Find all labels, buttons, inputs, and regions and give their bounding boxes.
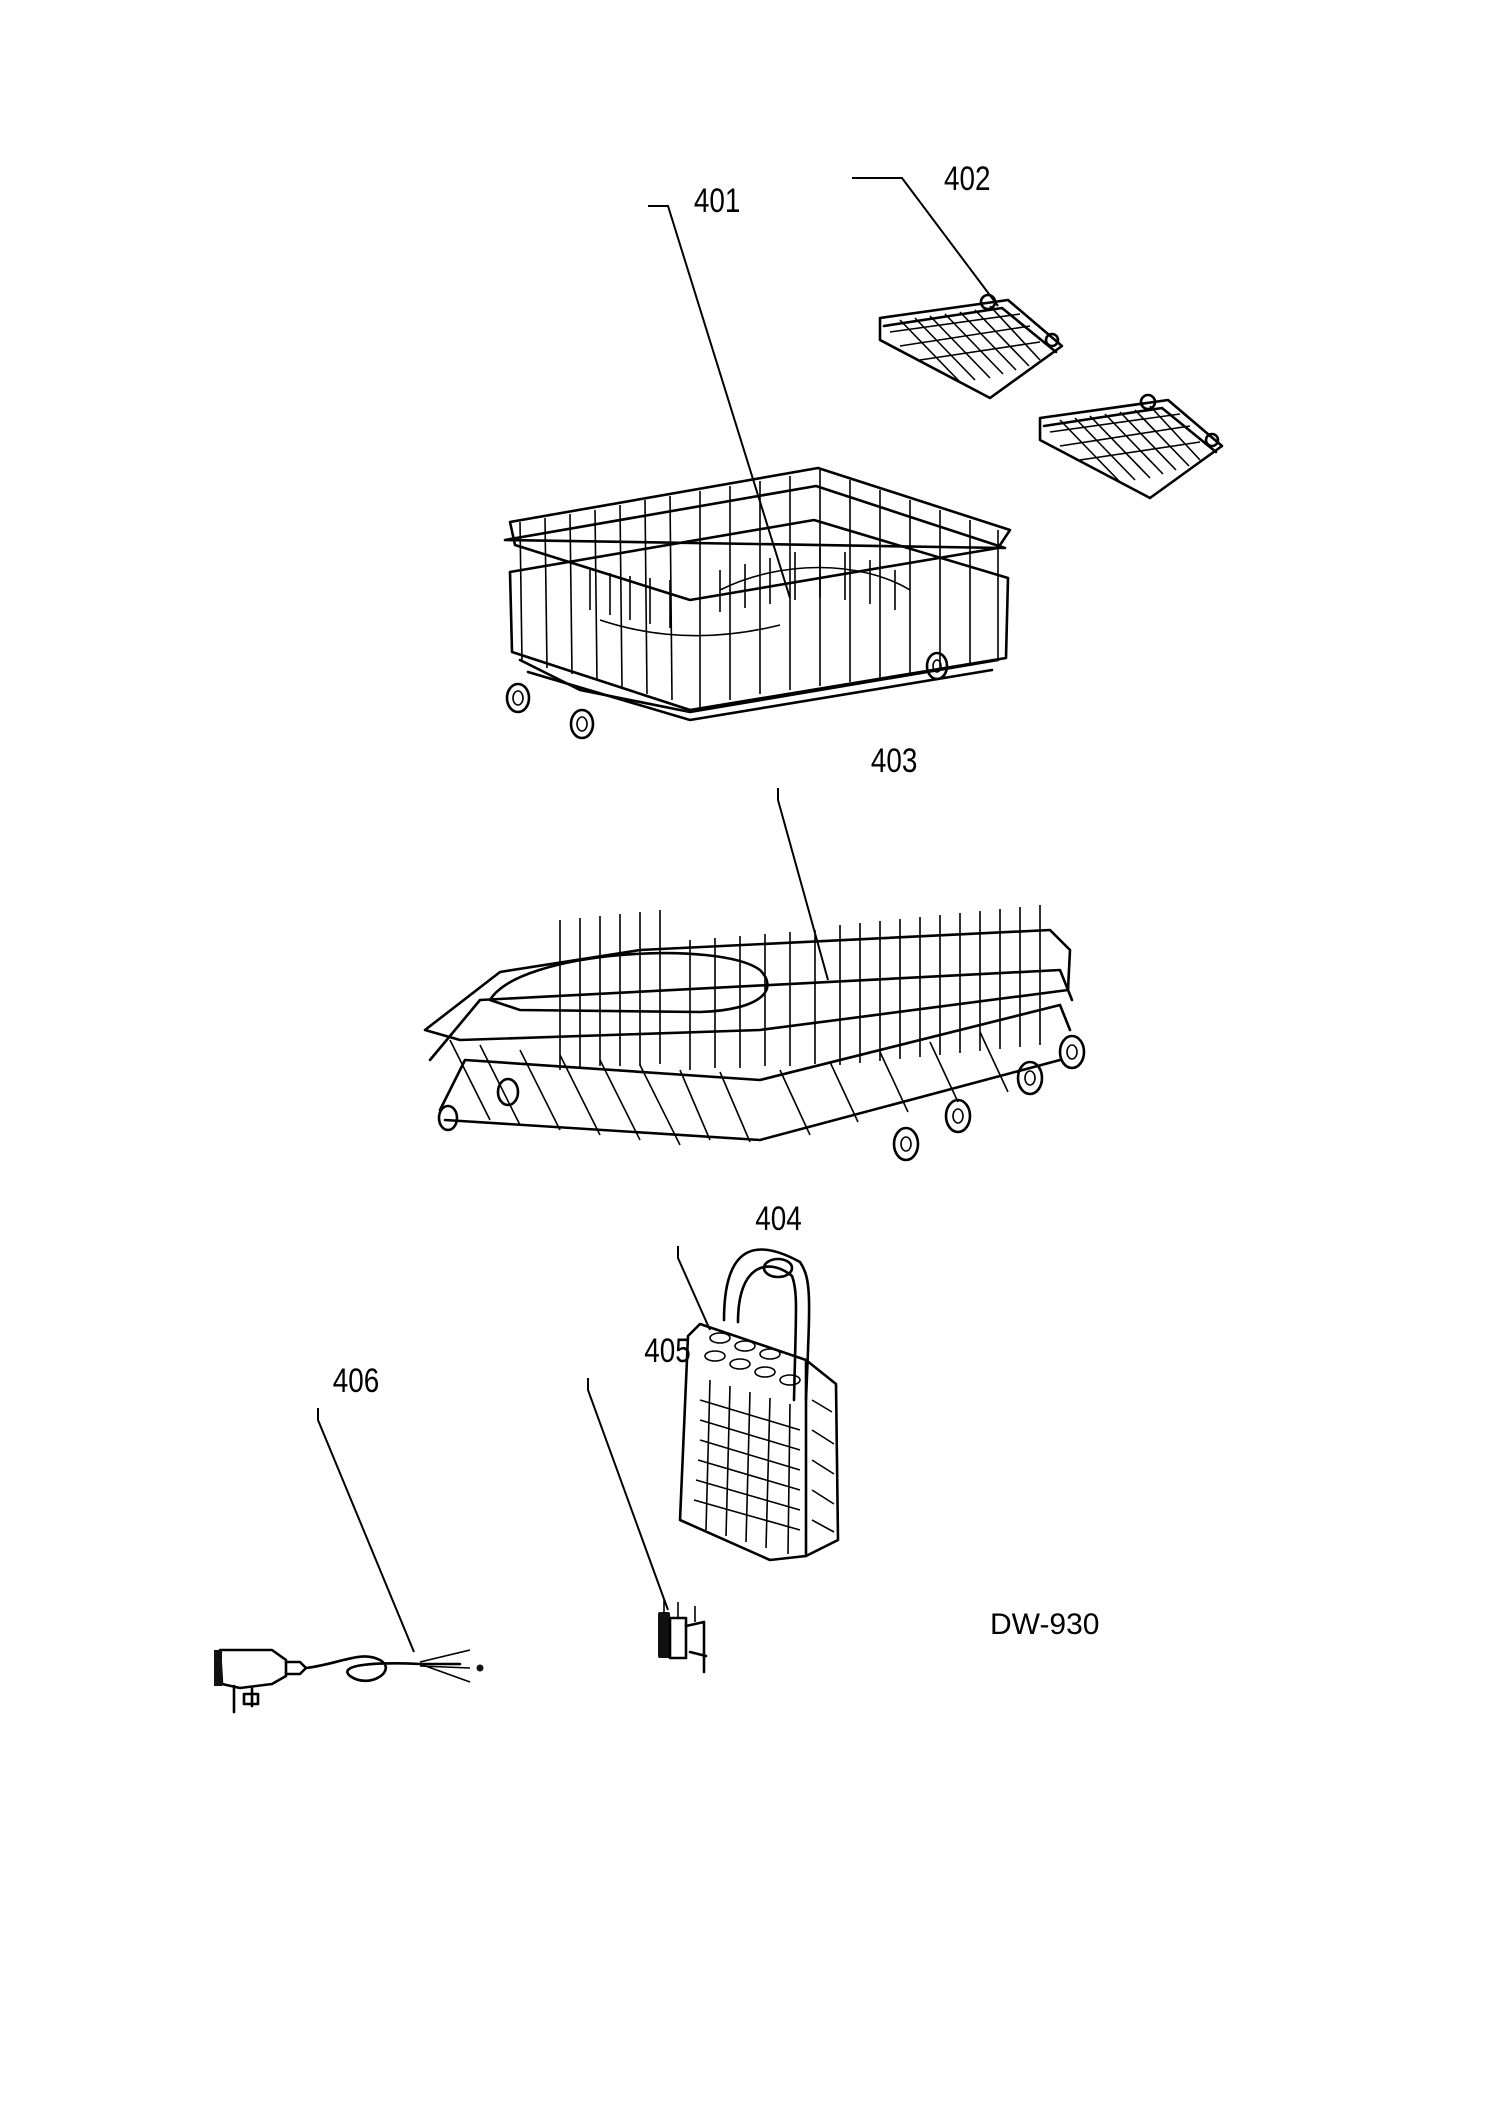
leader-line-403 — [777, 788, 829, 981]
cup-shelf-1 — [878, 293, 1064, 400]
callout-403: 403 — [777, 741, 918, 981]
callout-405: 405 — [587, 1331, 691, 1611]
model-label: DW-930 — [990, 1608, 1099, 1641]
callout-401: 401 — [648, 181, 791, 599]
callout-404: 404 — [677, 1199, 802, 1331]
cutlery-basket-drawing — [678, 1248, 840, 1562]
callout-label-402: 402 — [944, 159, 991, 197]
small-part-drawing — [658, 1600, 708, 1674]
upper-rack-drawing — [503, 466, 1012, 740]
callout-label-406: 406 — [333, 1361, 380, 1399]
leader-line-405 — [587, 1378, 669, 1611]
power-cord-drawing — [214, 1648, 484, 1714]
callout-402: 402 — [852, 159, 999, 307]
upper-rack-wheels — [505, 651, 949, 740]
leader-line-401 — [648, 205, 791, 599]
leader-line-402 — [852, 177, 999, 307]
lower-rack-drawing — [423, 905, 1086, 1162]
leader-line-406 — [317, 1408, 415, 1653]
callout-label-404: 404 — [755, 1199, 802, 1237]
callout-label-403: 403 — [871, 741, 918, 779]
cup-shelf-2 — [1038, 393, 1224, 500]
lower-rack-wheels — [437, 1034, 1086, 1162]
cup-shelves-drawing — [878, 293, 1224, 500]
callout-label-405: 405 — [644, 1331, 691, 1369]
callout-406: 406 — [317, 1361, 415, 1653]
callout-label-401: 401 — [694, 181, 741, 219]
leader-line-404 — [677, 1246, 711, 1331]
